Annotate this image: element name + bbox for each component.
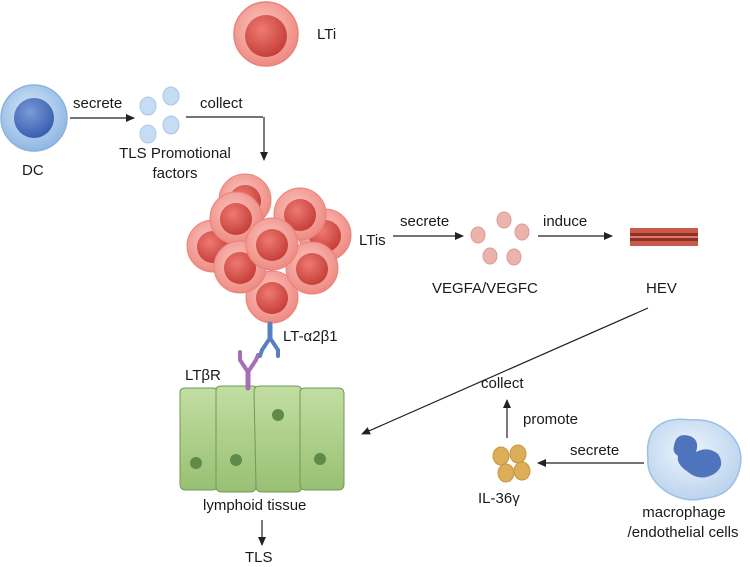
ltbr-receptor-icon [238, 350, 260, 391]
tls-factor-particles-icon [139, 86, 180, 144]
vegf-particles-icon [470, 211, 530, 266]
tls-label: TLS [245, 549, 273, 566]
collect-label-1: collect [200, 95, 243, 112]
il36-label: IL-36γ [478, 490, 520, 507]
induce-label: induce [543, 213, 588, 230]
ltbr-label: LTβR [185, 367, 221, 384]
lti-label: LTi [317, 26, 337, 43]
secrete-label-3: secrete [570, 442, 620, 459]
tls-factors-label-line2: factors [152, 165, 198, 182]
ltis-label: LTis [359, 232, 386, 249]
lymphoid-tissue-label: lymphoid tissue [203, 497, 307, 514]
hev-vessel-icon [630, 228, 698, 246]
tls-factors-label-line1: TLS Promotional [119, 145, 231, 162]
lymphoid-tissue-icon [179, 385, 345, 493]
arrow-hev-to-tissue [361, 307, 649, 435]
il36-particles-icon [492, 444, 531, 483]
lt-a2b1-label: LT-α2β1 [283, 328, 338, 345]
macrophage-icon [646, 418, 742, 501]
promote-label: promote [523, 411, 579, 428]
secrete-label-2: secrete [400, 213, 450, 230]
macrophage-label-line2: /endothelial cells [627, 524, 739, 541]
secrete-label-1: secrete [73, 95, 123, 112]
dc-cell-icon [0, 84, 68, 152]
lt-a2b1-ligand-icon [258, 321, 280, 358]
hev-label: HEV [646, 280, 677, 297]
arrows [70, 114, 649, 546]
collect-label-2: collect [481, 375, 524, 392]
vegf-label: VEGFA/VEGFC [432, 280, 538, 297]
macrophage-label-line1: macrophage [642, 504, 726, 521]
dc-label: DC [22, 162, 44, 179]
lti-cell-icon [233, 1, 299, 67]
lti-cluster-icon [186, 173, 352, 324]
